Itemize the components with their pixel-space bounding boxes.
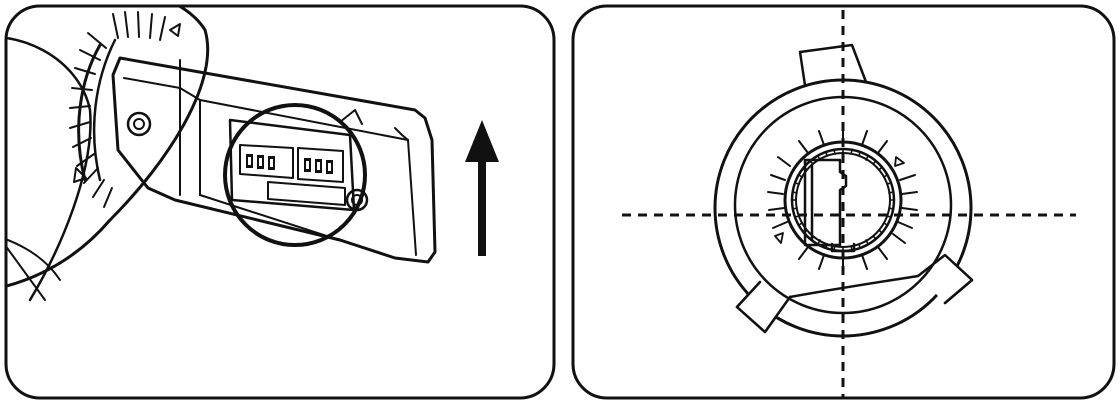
highlight-circle [223,103,367,247]
up-arrow-icon [465,120,499,256]
right-panel [571,4,1116,400]
crosshair-guides [622,10,1076,398]
mount-screw-icon [126,111,152,137]
led-bulb-body [111,56,437,264]
headlight-housing [6,6,210,302]
led-chip-window [228,118,356,212]
toothed-collar [767,126,918,274]
left-panel-frame [4,4,556,400]
left-panel [4,4,556,400]
right-panel-frame [571,4,1116,400]
locking-ring [69,11,181,208]
